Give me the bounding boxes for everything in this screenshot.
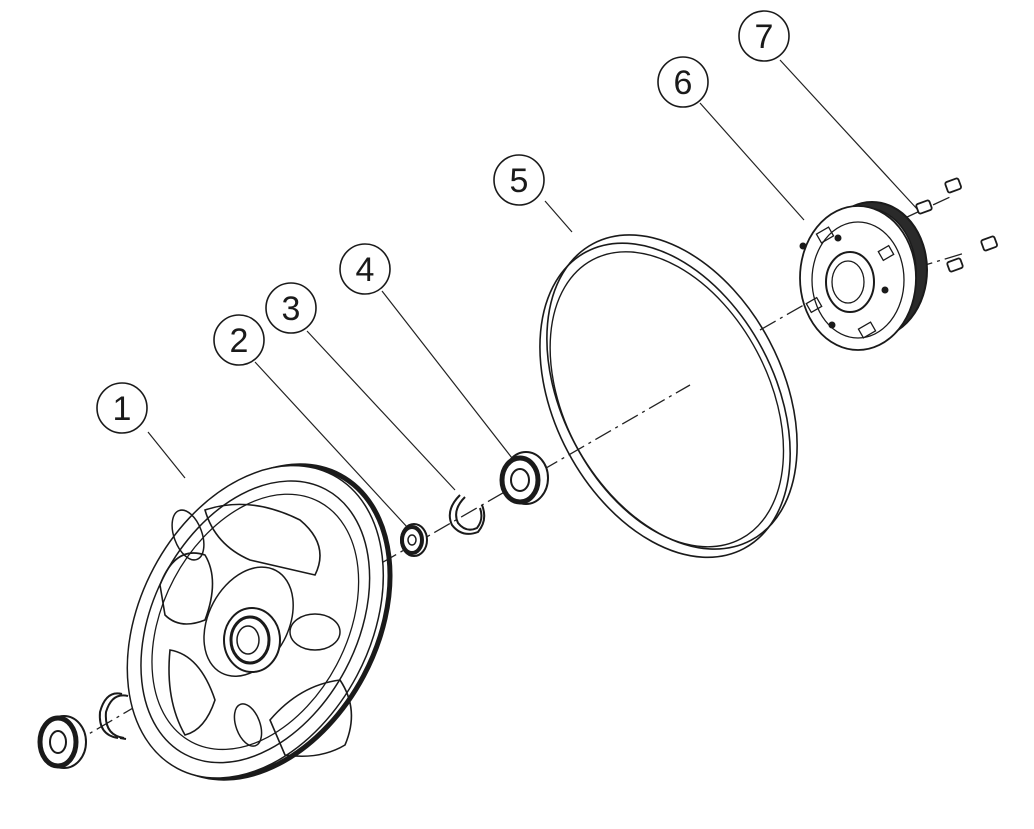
callout-2: 2 xyxy=(213,314,265,366)
retaining-ring xyxy=(448,494,486,535)
callout-1: 1 xyxy=(96,382,148,434)
bearing xyxy=(499,451,549,505)
callout-3-label: 3 xyxy=(282,290,301,328)
screw xyxy=(915,199,933,215)
callout-4: 4 xyxy=(339,243,391,295)
screw xyxy=(944,177,962,194)
screws xyxy=(915,177,998,273)
belt xyxy=(539,234,798,559)
callout-4-label: 4 xyxy=(356,251,375,289)
screw xyxy=(946,257,964,273)
callout-2-label: 2 xyxy=(230,322,249,360)
pulley-wheel xyxy=(126,463,393,781)
callout-6: 6 xyxy=(657,56,709,108)
bearing-left xyxy=(37,715,87,769)
retaining-ring-left xyxy=(98,692,129,740)
callout-6-label: 6 xyxy=(674,64,693,102)
washer xyxy=(400,523,428,557)
callout-1-label: 1 xyxy=(113,390,132,428)
callout-7-label: 7 xyxy=(755,18,774,56)
callout-3: 3 xyxy=(265,282,317,334)
screw xyxy=(980,235,998,252)
callout-5-label: 5 xyxy=(510,162,529,200)
leader-lines xyxy=(147,59,919,529)
callout-7: 7 xyxy=(738,10,790,62)
callout-5: 5 xyxy=(493,154,545,206)
drive-pulley xyxy=(799,201,928,351)
